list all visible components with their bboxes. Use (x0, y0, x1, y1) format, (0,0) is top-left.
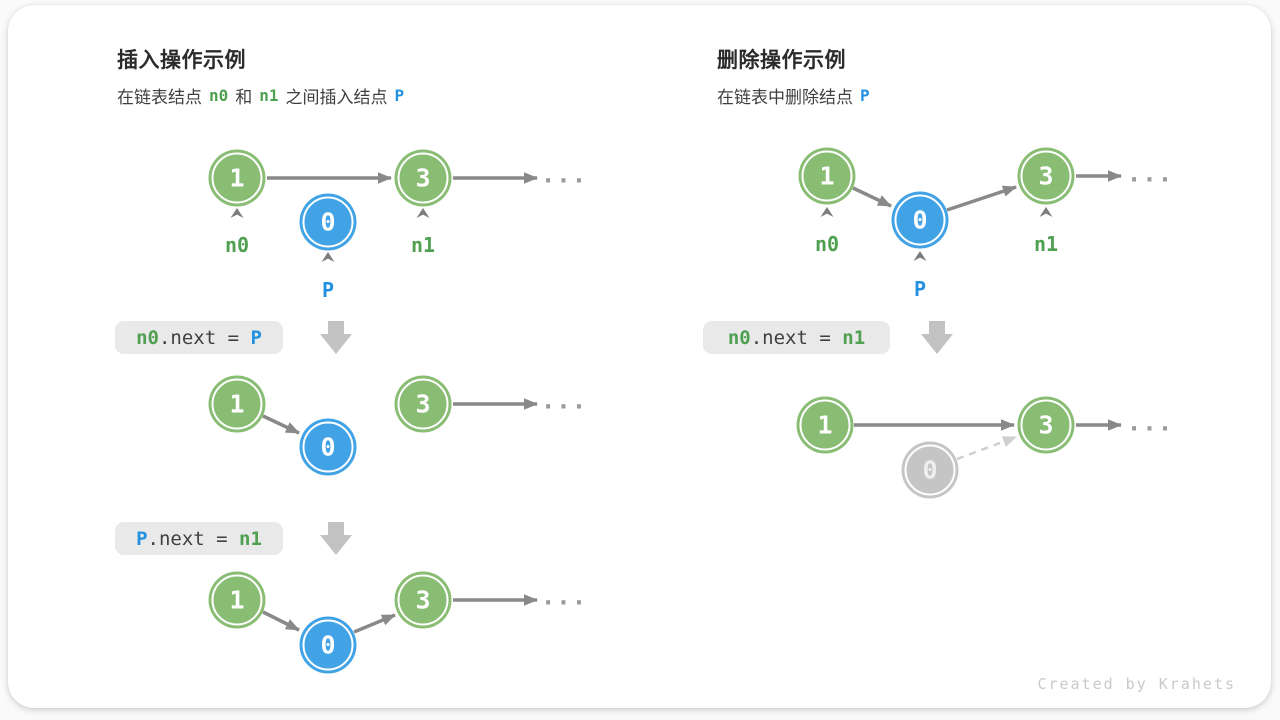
inserted-node: 0 (299, 193, 357, 251)
code-text: .next = (147, 527, 240, 550)
code-var: n0 (727, 326, 751, 349)
pointer-label-n1: n1 (1033, 232, 1059, 256)
list-node: 1 (796, 396, 854, 454)
ellipsis: ... (1126, 159, 1174, 188)
subtitle-text: 在链表中删除结点 (717, 88, 853, 107)
node-value: 0 (320, 432, 336, 462)
node-value: 1 (229, 389, 245, 419)
ellipsis: ... (540, 160, 588, 189)
left-panel-title: 插入操作示例 (117, 49, 246, 72)
code-text: .next = (158, 326, 251, 349)
node-value: 3 (1038, 161, 1054, 191)
figure-card (8, 5, 1271, 708)
subtitle-text: 在链表结点 (117, 88, 202, 107)
code-label: n0.next = P (115, 321, 283, 354)
code-var: n1 (239, 527, 262, 550)
list-node: 1 (208, 149, 266, 207)
list-node: 1 (208, 375, 266, 433)
node-value: 1 (229, 585, 245, 615)
arrowhead-up-icon (820, 207, 834, 217)
list-node: 1 (798, 147, 856, 205)
ellipsis: ... (540, 582, 588, 611)
code-var: n1 (842, 326, 866, 349)
list-node: 3 (394, 375, 452, 433)
code-label: n0.next = n1 (703, 321, 890, 354)
code-var: n0 (136, 326, 159, 349)
arrowhead-up-icon (321, 252, 335, 262)
right-panel-subtitle: 在链表中删除结点 P (717, 83, 877, 108)
node-value: 3 (415, 163, 431, 193)
subtitle-var-n0: n0 (209, 86, 229, 105)
node-value: 0 (320, 207, 336, 237)
list-node: 3 (394, 571, 452, 629)
node-value: 3 (1038, 410, 1054, 440)
inserted-node: 0 (299, 418, 357, 476)
arrowhead-up-icon (1039, 207, 1053, 217)
subtitle-var-n1: n1 (259, 86, 279, 105)
right-panel-title: 删除操作示例 (717, 49, 846, 72)
pointer-label-p: P (321, 278, 335, 302)
subtitle-text: 和 (235, 88, 253, 107)
arrowhead-up-icon (416, 208, 430, 218)
inserted-node: 0 (299, 616, 357, 674)
node-value: 1 (819, 161, 835, 191)
list-node: 3 (394, 149, 452, 207)
code-var: P (136, 527, 148, 550)
ellipsis: ... (540, 386, 588, 415)
arrowhead-up-icon (913, 251, 927, 261)
left-panel-subtitle: 在链表结点 n0 和 n1 之间插入结点 P (117, 83, 411, 108)
pointer-label-p: P (913, 277, 927, 301)
subtitle-text: 之间插入结点 (285, 88, 388, 107)
deleted-node: 0 (901, 441, 959, 499)
list-node: 3 (1017, 396, 1075, 454)
subtitle-var-p: P (394, 86, 405, 105)
code-text: .next = (750, 326, 843, 349)
code-var: P (250, 326, 262, 349)
node-to-delete: 0 (891, 191, 949, 249)
pointer-label-n1: n1 (410, 233, 436, 257)
pointer-label-n0: n0 (224, 233, 250, 257)
node-value: 0 (922, 455, 938, 485)
arrowhead-up-icon (230, 208, 244, 218)
pointer-label-n0: n0 (814, 232, 840, 256)
node-value: 0 (912, 205, 928, 235)
list-node: 3 (1017, 147, 1075, 205)
node-value: 1 (229, 163, 245, 193)
node-value: 0 (320, 630, 336, 660)
node-value: 3 (415, 389, 431, 419)
watermark-credit: Created by Krahets (1037, 675, 1236, 693)
node-value: 1 (817, 410, 833, 440)
ellipsis: ... (1126, 408, 1174, 437)
code-label: P.next = n1 (115, 522, 283, 555)
node-value: 3 (415, 585, 431, 615)
list-node: 1 (208, 571, 266, 629)
subtitle-var-p: P (860, 86, 870, 105)
